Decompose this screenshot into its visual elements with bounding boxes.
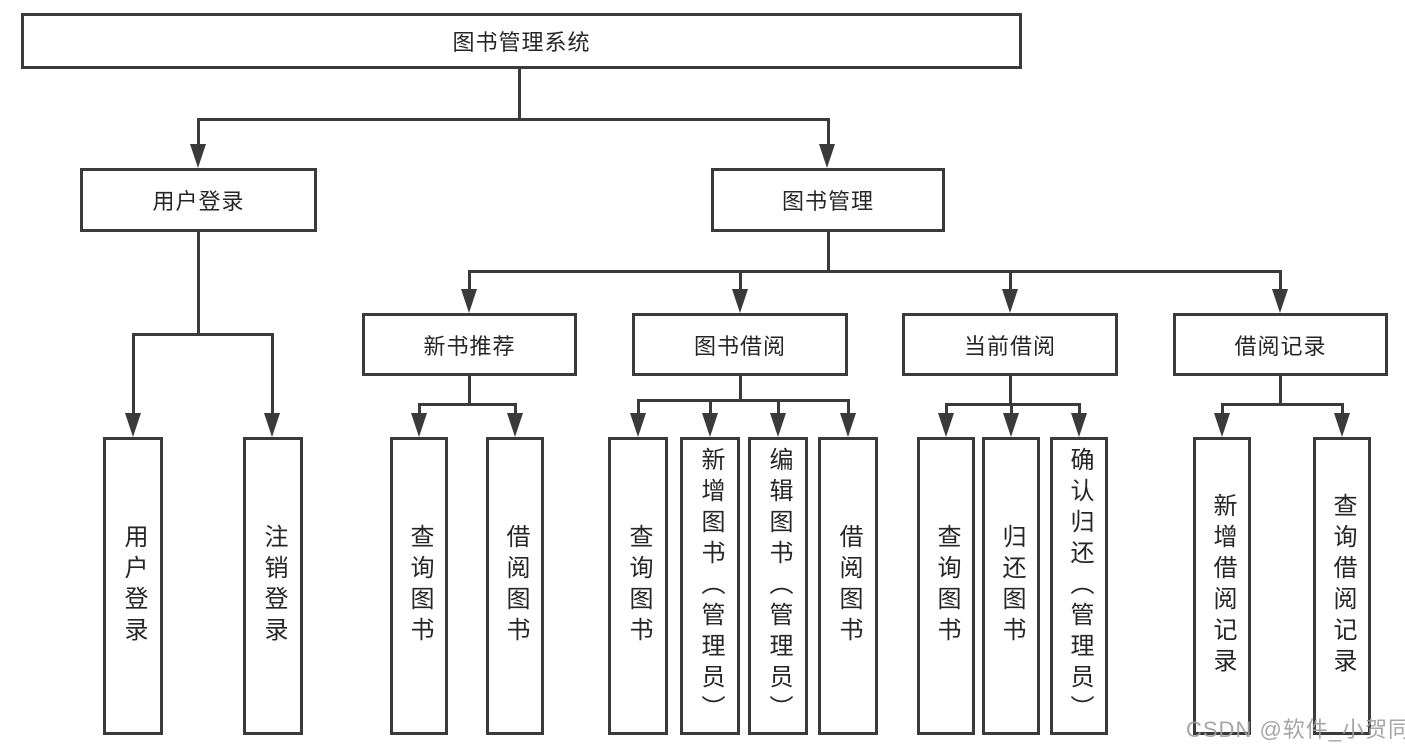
- connector-line: [418, 403, 421, 415]
- leaf-query-books: 查询图书: [608, 437, 668, 735]
- connector-line: [1078, 403, 1081, 415]
- node-new-book-recommendation: 新书推荐: [362, 313, 577, 376]
- arrow-down-icon: [190, 144, 206, 168]
- leaf-label: 借阅图书: [835, 524, 862, 648]
- connector-line: [132, 333, 274, 336]
- arrow-down-icon: [1003, 413, 1019, 437]
- leaf-return-books: 归还图书: [982, 437, 1040, 735]
- node-user-login: 用户登录: [80, 168, 317, 232]
- connector-line: [1010, 403, 1013, 415]
- leaf-add-books-admin: 新增图书（管理员）: [680, 437, 740, 735]
- arrow-down-icon: [1071, 413, 1087, 437]
- arrow-down-icon: [938, 413, 954, 437]
- leaf-label: 查询图书: [933, 524, 960, 648]
- leaf-query-borrow-record: 查询借阅记录: [1313, 437, 1371, 735]
- leaf-label: 新增借阅记录: [1209, 493, 1236, 679]
- leaf-label: 编辑图书（管理员）: [765, 446, 792, 726]
- leaf-logout: 注销登录: [243, 437, 303, 735]
- connector-line: [197, 118, 200, 148]
- arrow-down-icon: [461, 289, 477, 313]
- connector-line: [1009, 376, 1012, 406]
- connector-line: [197, 118, 830, 121]
- leaf-edit-books-admin: 编辑图书（管理员）: [748, 437, 808, 735]
- arrow-down-icon: [411, 413, 427, 437]
- arrow-down-icon: [1272, 289, 1288, 313]
- connector-line: [197, 232, 200, 336]
- leaf-query-books: 查询图书: [917, 437, 975, 735]
- connector-line: [1279, 376, 1282, 406]
- connector-line: [468, 376, 471, 406]
- leaf-label: 注销登录: [260, 524, 287, 648]
- connector-line: [827, 232, 830, 273]
- connector-line: [418, 403, 517, 406]
- connector-line: [637, 399, 849, 402]
- connector-line: [1221, 403, 1343, 406]
- leaf-label: 归还图书: [998, 524, 1025, 648]
- arrow-down-icon: [840, 413, 856, 437]
- connector-line: [739, 376, 742, 402]
- connector-line: [518, 69, 521, 120]
- node-current-borrowing: 当前借阅: [902, 313, 1118, 376]
- leaf-label: 用户登录: [120, 524, 147, 648]
- connector-line: [468, 270, 1281, 273]
- arrow-down-icon: [819, 144, 835, 168]
- arrow-down-icon: [630, 413, 646, 437]
- leaf-label: 新增图书（管理员）: [697, 446, 724, 726]
- node-library-management-system: 图书管理系统: [21, 13, 1022, 69]
- leaf-label: 查询图书: [406, 524, 433, 648]
- arrow-down-icon: [702, 413, 718, 437]
- connector-line: [1341, 403, 1344, 415]
- leaf-confirm-return-admin: 确认归还（管理员）: [1050, 437, 1108, 735]
- arrow-down-icon: [507, 413, 523, 437]
- csdn-watermark: CSDN @软件_小贺同学: [1186, 717, 1405, 742]
- connector-line: [827, 118, 830, 148]
- arrow-down-icon: [264, 413, 280, 437]
- leaf-add-borrow-record: 新增借阅记录: [1193, 437, 1251, 735]
- leaf-user-login: 用户登录: [103, 437, 163, 735]
- arrow-down-icon: [1214, 413, 1230, 437]
- connector-line: [271, 333, 274, 415]
- leaf-query-books: 查询图书: [390, 437, 448, 735]
- connector-line: [1279, 270, 1282, 292]
- arrow-down-icon: [770, 413, 786, 437]
- connector-line: [1009, 270, 1012, 292]
- connector-line: [847, 399, 850, 414]
- arrow-down-icon: [125, 413, 141, 437]
- leaf-label: 查询借阅记录: [1329, 493, 1356, 679]
- connector-line: [637, 399, 640, 414]
- connector-line: [945, 403, 1081, 406]
- arrow-down-icon: [1002, 289, 1018, 313]
- node-borrowing-records: 借阅记录: [1173, 313, 1388, 376]
- leaf-borrow-books: 借阅图书: [818, 437, 878, 735]
- connector-line: [514, 403, 517, 415]
- connector-line: [777, 399, 780, 414]
- connector-line: [132, 333, 135, 415]
- arrow-down-icon: [732, 289, 748, 313]
- connector-line: [468, 270, 471, 292]
- leaf-borrow-books: 借阅图书: [486, 437, 544, 735]
- leaf-label: 借阅图书: [502, 524, 529, 648]
- connector-line: [945, 403, 948, 415]
- arrow-down-icon: [1334, 413, 1350, 437]
- node-book-management: 图书管理: [711, 168, 945, 232]
- connector-line: [1221, 403, 1224, 415]
- node-book-borrowing: 图书借阅: [632, 313, 848, 376]
- connector-line: [739, 270, 742, 292]
- leaf-label: 查询图书: [625, 524, 652, 648]
- leaf-label: 确认归还（管理员）: [1066, 446, 1093, 726]
- connector-line: [709, 399, 712, 414]
